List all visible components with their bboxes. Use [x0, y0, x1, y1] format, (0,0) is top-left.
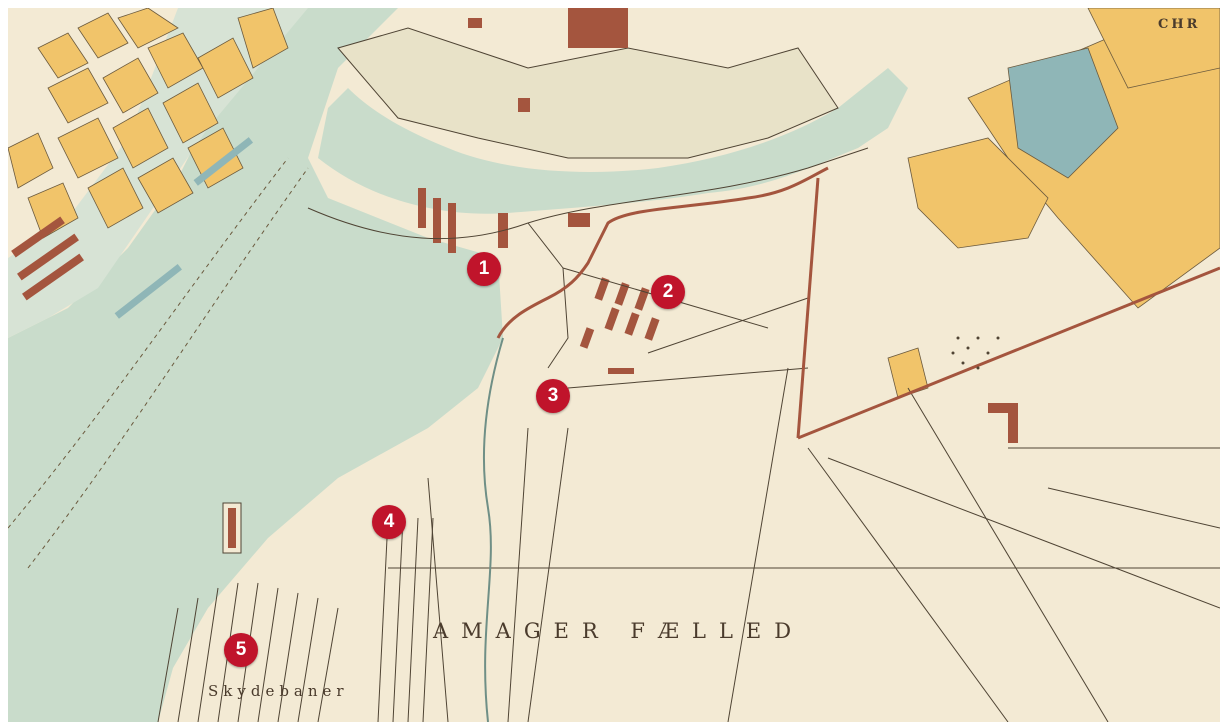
map-marker-2[interactable]: 2 — [651, 275, 685, 309]
city-blocks-left — [8, 8, 289, 239]
marker-label: 4 — [383, 511, 395, 532]
pier-building — [228, 508, 236, 548]
warehouses-left — [11, 8, 628, 301]
moat-water — [318, 68, 908, 214]
harbour-water — [8, 8, 503, 722]
marker-label: 1 — [478, 258, 490, 279]
boundary-walls — [496, 166, 1220, 440]
orchard-dots — [951, 336, 1000, 370]
map-view[interactable]: AMAGER FÆLLED Skydebaner CHR 1 2 3 4 5 — [8, 8, 1220, 722]
marker-label: 3 — [547, 385, 559, 406]
quays-blue — [114, 137, 254, 319]
fields-right — [887, 8, 1220, 399]
marker-label: 5 — [235, 639, 247, 660]
skydebaner-label: Skydebaner — [208, 682, 349, 700]
top-right-label: CHR — [1158, 17, 1200, 32]
map-marker-3[interactable]: 3 — [536, 379, 570, 413]
roads — [307, 147, 1220, 722]
map-canvas: AMAGER FÆLLED Skydebaner CHR — [8, 8, 1220, 722]
map-marker-1[interactable]: 1 — [467, 252, 501, 286]
stream — [482, 337, 504, 722]
shooting-range-lines — [157, 517, 434, 722]
fortification-island — [337, 27, 839, 159]
map-marker-4[interactable]: 4 — [372, 505, 406, 539]
marker-label: 2 — [662, 281, 674, 302]
map-marker-5[interactable]: 5 — [224, 633, 258, 667]
amager-faelled-label: AMAGER FÆLLED — [432, 619, 804, 643]
shipping-lanes — [8, 157, 309, 569]
